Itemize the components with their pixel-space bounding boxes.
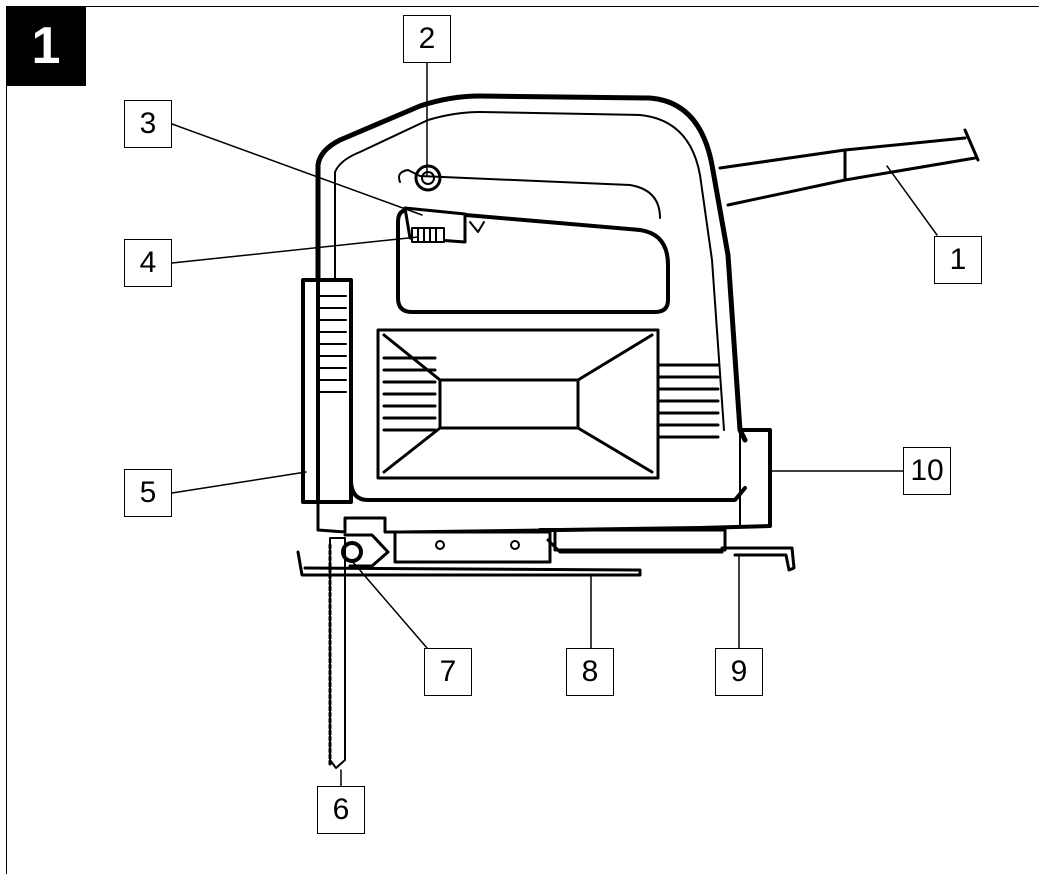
callout-10: 10 [903,447,951,495]
callout-5: 5 [124,469,172,517]
housing-inner-contour [334,111,725,431]
callout-9: 9 [715,648,763,696]
handle-opening [396,208,670,314]
callout-8: 8 [566,648,614,696]
base-plate [296,550,642,577]
handle-band [398,169,661,219]
callout-1: 1 [934,236,982,284]
callout-2: 2 [403,15,451,63]
callout-3: 3 [124,100,172,148]
blade-clamp [316,500,547,534]
power-cord [718,128,980,207]
pendulum-guard [301,278,353,504]
lock-wheel [411,227,445,243]
motor-panel [376,328,660,480]
figure-frame [6,6,1039,874]
saw-blade [328,537,346,769]
lower-body [349,480,747,502]
callout-6: 6 [317,786,365,834]
speed-knob [414,164,442,192]
parallel-guide [720,546,796,572]
dust-extractor [538,428,772,532]
housing-outline [315,93,748,443]
figure-number: 1 [6,6,86,86]
callout-4: 4 [124,239,172,287]
vent-slots [382,356,720,439]
callout-7: 7 [424,648,472,696]
leader-lines [171,61,938,787]
